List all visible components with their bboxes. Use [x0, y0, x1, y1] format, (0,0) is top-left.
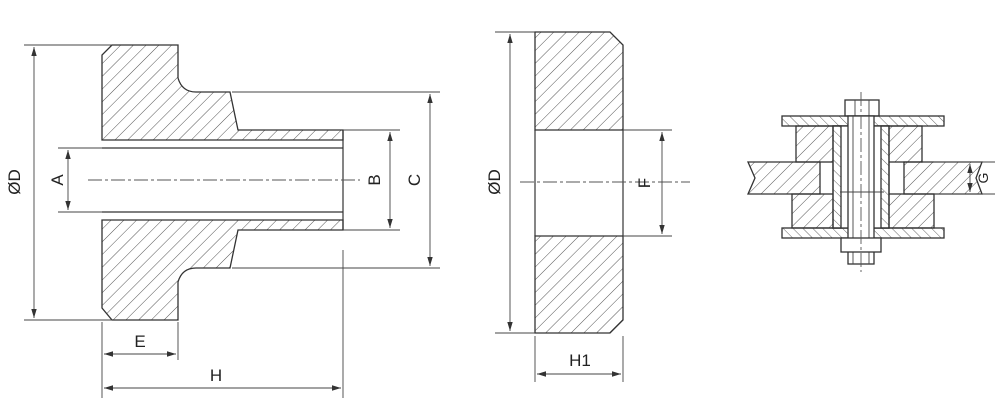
label-od-left: ØD	[5, 169, 24, 195]
flanged-sleeve-section	[88, 44, 360, 321]
central-sleeve-wall-left	[832, 125, 842, 229]
sleeve-lower-body	[101, 219, 344, 321]
label-c: C	[405, 174, 424, 186]
flange-lower-body	[534, 235, 624, 334]
label-g: G	[975, 173, 991, 184]
dim-g: G	[934, 161, 995, 195]
dim-a: A	[48, 147, 102, 213]
dim-f: F	[623, 129, 672, 237]
label-b: B	[365, 174, 384, 185]
dim-b: B	[343, 129, 400, 231]
label-e: E	[134, 332, 145, 351]
left-pipe	[747, 161, 821, 195]
label-h1: H1	[569, 351, 591, 370]
sleeve-upper-body	[101, 44, 344, 141]
assembly-section	[747, 92, 983, 272]
label-f: F	[635, 178, 654, 188]
dim-e: E	[101, 322, 179, 398]
flange-upper-body	[534, 31, 624, 131]
dim-od-mid: ØD	[485, 31, 535, 334]
dim-h: H	[104, 250, 344, 398]
label-od-mid: ØD	[485, 169, 504, 195]
central-sleeve-wall-right	[880, 125, 890, 229]
bolt-head	[844, 99, 880, 117]
label-a: A	[48, 174, 67, 186]
dim-c: C	[232, 91, 440, 269]
dim-h1: H1	[534, 336, 624, 382]
label-h: H	[210, 366, 222, 385]
dim-od-left: ØD	[5, 44, 112, 321]
flat-flange-section	[520, 31, 690, 334]
